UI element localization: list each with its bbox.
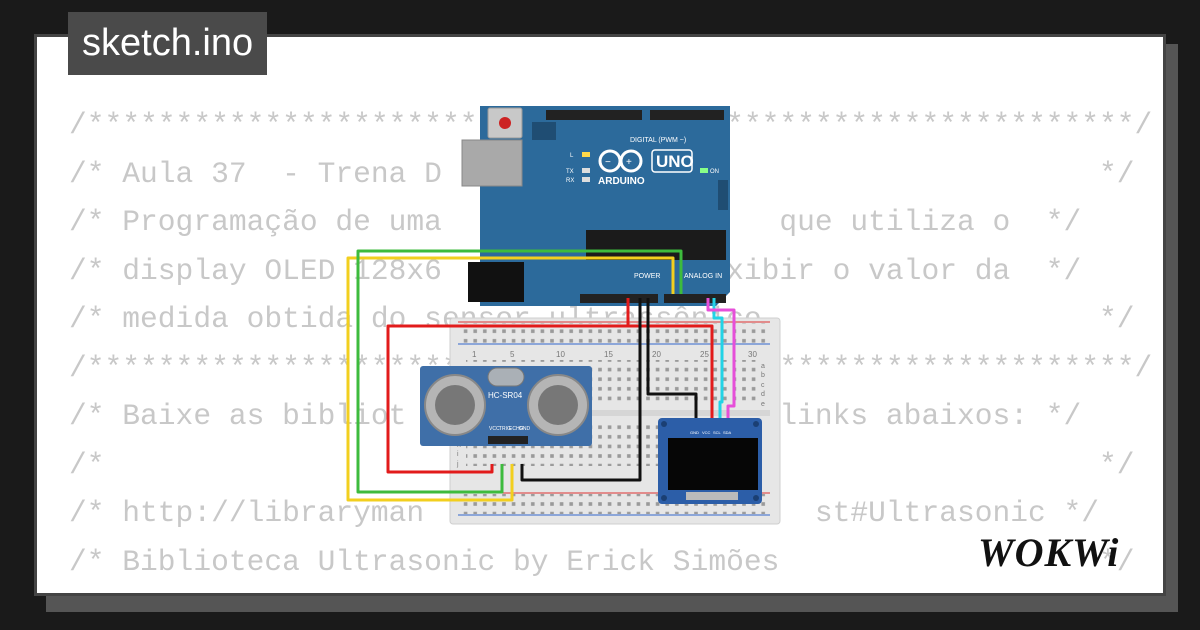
digital-label: DIGITAL (PWM ~) — [630, 137, 686, 144]
arduino-logo: − + — [598, 149, 643, 173]
row-label: c — [761, 382, 765, 389]
pin-label: GND — [519, 426, 531, 432]
led-on-label: ON — [710, 169, 719, 175]
wire-magenta-sda — [706, 298, 736, 424]
icsp-header — [532, 122, 556, 140]
pin-label: SCL — [713, 430, 722, 435]
atmega-chip — [586, 230, 726, 260]
code-line: /* Programação de uma que utiliza o */ — [69, 205, 1082, 239]
icsp-header-right — [718, 180, 728, 210]
usb-port — [461, 139, 523, 187]
wires — [346, 249, 736, 502]
transducer-right-mesh — [538, 385, 578, 425]
pin-label: VCC — [489, 426, 500, 432]
pin-label: ECHO — [509, 426, 524, 432]
reset-button[interactable] — [499, 117, 511, 129]
row-label: i — [457, 451, 459, 458]
display-pin-labels: GND VCC SCL SDA — [690, 430, 732, 435]
code-line: /* Baixe as bibliot links abaixos: */ — [69, 399, 1082, 433]
code-line: /* */ — [69, 447, 1135, 482]
power-header — [580, 294, 658, 303]
transducer-left-mesh — [435, 385, 475, 425]
col-label: 20 — [652, 350, 661, 359]
ultrasonic-sensor[interactable]: HC-SR04 VCC TRIG ECHO GND — [420, 366, 592, 446]
arduino-uno[interactable]: DIGITAL (PWM ~) − + UNO ARDUINO L TX RX … — [461, 106, 730, 306]
led-rx — [582, 177, 590, 182]
power-label: POWER — [634, 273, 660, 280]
wire-red-5v-display — [628, 324, 714, 424]
sensor-pin-labels: VCC TRIG ECHO GND — [489, 426, 531, 432]
uno-badge — [651, 149, 693, 173]
power-jack — [468, 262, 524, 302]
file-tab[interactable]: sketch.ino — [68, 12, 268, 75]
sensor-pin-header — [488, 436, 528, 444]
brand-label: ARDUINO — [598, 176, 645, 187]
center-channel — [458, 410, 770, 416]
wire-yellow — [346, 256, 675, 502]
led-on — [700, 168, 708, 173]
col-label: 10 — [556, 350, 565, 359]
svg-text:−: − — [605, 157, 611, 168]
row-label: j — [456, 461, 459, 468]
oled-display[interactable]: GND VCC SCL SDA — [658, 418, 762, 504]
pin-label: VCC — [702, 430, 711, 435]
crystal — [487, 367, 525, 387]
led-tx-label: TX — [566, 169, 574, 175]
wire-black-gnd-sensor — [520, 298, 642, 482]
led-l-label: L — [570, 153, 574, 159]
wire-red-5v-sensor — [386, 298, 630, 474]
logo-text: WOKWi — [978, 530, 1119, 575]
code-line: /* Aula 37 - Trena D */ — [69, 156, 1135, 191]
breadboard-col-labels: 1 5 10 15 20 25 30 — [472, 350, 757, 359]
col-label: 30 — [748, 350, 757, 359]
power-rail-top — [458, 323, 770, 343]
sensor-label: HC-SR04 — [488, 391, 523, 400]
analog-label: ANALOG IN — [684, 273, 722, 280]
pin-label: GND — [690, 430, 699, 435]
display-screen — [668, 438, 758, 490]
wokwi-logo: WOKWi — [978, 530, 1119, 575]
code-line: /* Biblioteca Ultrasonic by Erick Simões… — [69, 544, 1135, 579]
pin-label: SDA — [723, 430, 732, 435]
circuit-diagram: 1 5 10 15 20 25 30 a b c d e f g h i j — [346, 106, 781, 525]
digital-header-right — [650, 110, 724, 120]
pin-label: TRIG — [499, 426, 511, 432]
analog-header — [664, 294, 726, 303]
led-tx — [582, 168, 590, 173]
row-label: e — [761, 401, 765, 408]
model-label: UNO — [656, 152, 694, 171]
digital-header-left — [546, 110, 642, 120]
wire-green — [356, 249, 683, 494]
wire-black-gnd-display — [646, 298, 698, 424]
col-label: 15 — [604, 350, 613, 359]
wire-cyan-scl — [712, 298, 724, 424]
row-label: d — [761, 391, 765, 398]
led-l — [582, 152, 590, 157]
col-label: 1 — [472, 350, 477, 359]
col-label: 5 — [510, 350, 515, 359]
display-ribbon — [686, 492, 738, 500]
row-label: a — [761, 363, 765, 370]
code-line: /* http://libraryman st#Ultrasonic */ — [69, 496, 1100, 530]
col-label: 25 — [700, 350, 709, 359]
svg-text:+: + — [626, 157, 632, 168]
row-label: b — [761, 372, 765, 379]
led-rx-label: RX — [566, 178, 574, 184]
